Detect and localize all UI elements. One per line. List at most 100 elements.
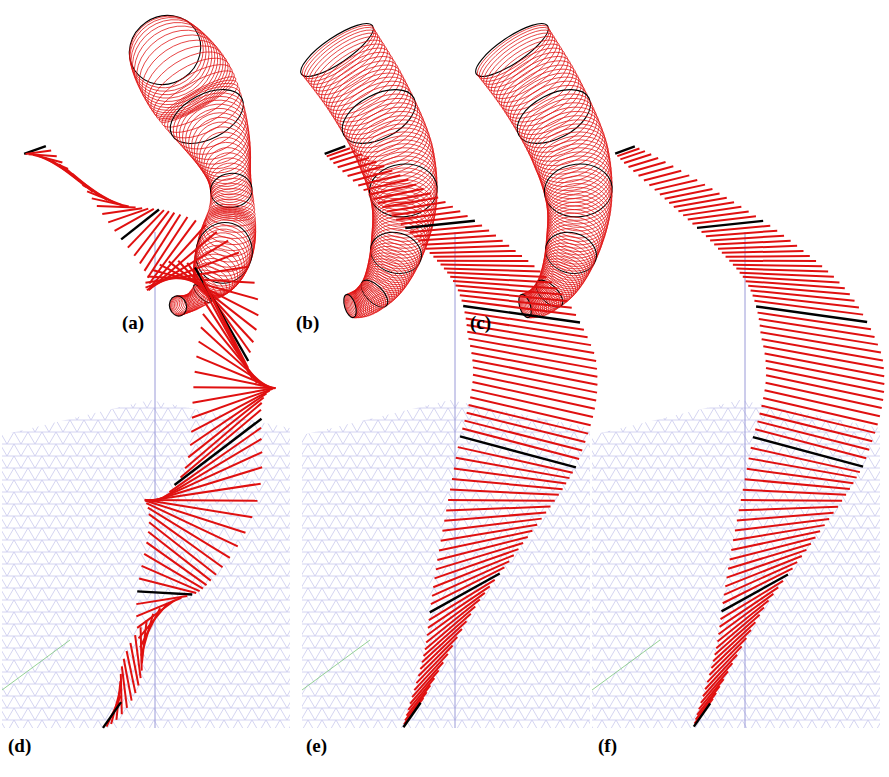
ruling-line — [188, 397, 263, 457]
swept-circle — [342, 292, 359, 319]
key-circle — [161, 78, 252, 154]
key-ruling — [174, 419, 261, 485]
ruling-line — [387, 202, 446, 211]
ruling-line — [462, 428, 579, 458]
ruling-line — [373, 189, 423, 199]
ruling-line — [452, 479, 563, 489]
ruling-line — [195, 372, 276, 388]
ruling-line — [364, 180, 409, 190]
swept-circle — [504, 70, 595, 146]
ruling-line — [145, 500, 246, 532]
ruling-line — [437, 260, 528, 262]
ruling-line — [420, 629, 462, 669]
ground-axis — [302, 640, 370, 690]
ruling-line — [405, 692, 427, 720]
ruling-line — [369, 184, 417, 194]
ruling-line — [196, 356, 273, 388]
ruling-line — [473, 367, 597, 392]
ruling-line — [456, 458, 570, 478]
ruling-line — [29, 154, 57, 156]
ruled-panel — [592, 146, 884, 728]
ruling-line — [722, 251, 804, 253]
ground-axis — [2, 640, 70, 690]
ruled-panel — [2, 146, 290, 728]
ruling-line — [424, 614, 471, 656]
key-ruling — [137, 591, 192, 594]
ruling-line — [441, 265, 535, 267]
swept-circle — [142, 47, 240, 129]
ruling-line — [472, 360, 597, 385]
key-ruling — [103, 702, 121, 728]
ruling-line — [745, 479, 850, 489]
ruling-line — [149, 522, 216, 574]
ruling-line — [418, 236, 496, 241]
ruling-line — [465, 421, 583, 451]
swept-circle — [170, 89, 258, 170]
floor-grid — [592, 400, 880, 728]
ruling-line — [431, 567, 505, 604]
ruling-line — [444, 269, 541, 272]
ruling-line — [472, 390, 593, 417]
ruling-line — [446, 507, 550, 511]
ruling-line — [723, 568, 793, 603]
ruling-line — [193, 386, 275, 389]
ruling-line — [169, 261, 257, 330]
ruling-line — [148, 508, 230, 558]
ruling-line — [152, 467, 262, 501]
ruling-line — [426, 599, 480, 642]
ruling-line — [442, 519, 541, 531]
ruling-line — [470, 397, 591, 425]
panel-label: (c) — [470, 313, 491, 332]
swept-circle — [354, 280, 387, 315]
ruling-line — [148, 484, 261, 501]
swept-circle — [365, 233, 424, 284]
swept-circle — [499, 62, 589, 137]
swept-circle — [540, 233, 599, 284]
ruling-line — [422, 621, 466, 662]
ruling-line — [456, 285, 563, 294]
ruling-line — [127, 651, 136, 693]
panel-label: (a) — [122, 313, 144, 332]
panel-label: (b) — [296, 313, 319, 332]
ruling-line — [137, 600, 175, 628]
swept-circles — [115, 2, 616, 320]
ruling-line — [669, 193, 719, 203]
ruling-line — [158, 452, 262, 500]
swept-circle — [517, 96, 608, 172]
ruling-line — [701, 671, 728, 703]
key-circle — [341, 293, 358, 319]
ruling-line — [726, 255, 810, 258]
ruling-line — [714, 241, 791, 245]
ruling-line — [97, 206, 136, 208]
ruled-surfaces — [2, 146, 884, 728]
ruling-line — [706, 231, 777, 237]
ruling-line — [181, 410, 261, 478]
ruling-line — [703, 663, 732, 696]
key-circle — [167, 294, 189, 318]
ruling-line — [121, 674, 122, 714]
ground-axis — [592, 640, 660, 690]
ruling-line — [751, 290, 855, 300]
ruling-line — [705, 655, 737, 689]
ruling-line — [736, 269, 828, 272]
swept-circle — [187, 251, 241, 302]
swept-circle — [299, 21, 385, 94]
panel-label: (e) — [306, 736, 327, 755]
ruling-line — [749, 458, 857, 477]
ruled-panel — [302, 146, 597, 728]
swept-circle — [301, 24, 387, 97]
ruling-line — [416, 645, 452, 683]
ruling-line — [426, 246, 509, 249]
key-circle — [541, 226, 602, 279]
ruling-line — [437, 537, 527, 560]
ruling-line — [716, 608, 764, 649]
swept-circle — [168, 294, 190, 318]
ruling-line — [447, 273, 546, 277]
ruling-line — [450, 490, 559, 495]
swept-circle — [329, 70, 420, 146]
circle-sweep — [294, 15, 441, 319]
ruling-line — [753, 296, 859, 308]
ruling-line — [433, 255, 522, 258]
key-circle — [366, 226, 427, 279]
